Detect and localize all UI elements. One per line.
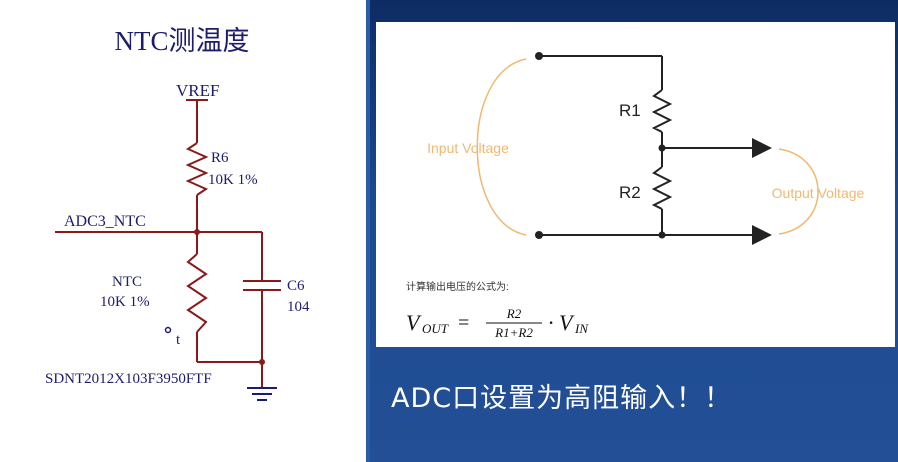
r2-label: R2 xyxy=(619,183,641,202)
formula-caption: 计算输出电压的公式为: xyxy=(406,280,509,293)
r2-resistor xyxy=(651,166,673,210)
ntc-schematic-diagram: NTC测温度 VREF R6 10K 1% ADC3_NTC NTC 10K 1… xyxy=(45,26,310,401)
ntc-value: 10K 1% xyxy=(100,294,150,310)
voltage-divider-diagram: Input Voltage R1 R2 Output Voltage 计算输出电… xyxy=(406,52,865,340)
ntc-label: NTC xyxy=(112,274,142,290)
r1-resistor xyxy=(651,89,673,133)
thermistor-part-number: SDNT2012X103F3950FTF xyxy=(45,371,212,387)
formula-numerator: R2 xyxy=(506,306,522,321)
formula-vin-subscript: IN xyxy=(574,321,589,336)
ntc-schematic-panel: NTC测温度 VREF R6 10K 1% ADC3_NTC NTC 10K 1… xyxy=(0,0,366,462)
formula-equals: = xyxy=(458,312,469,334)
ntc-thermistor xyxy=(186,253,208,333)
r6-value: 10K 1% xyxy=(208,172,258,188)
r6-resistor xyxy=(185,142,209,196)
slide-caption: ADC口设置为高阻输入！！ xyxy=(391,383,733,414)
temp-degree-icon xyxy=(164,326,172,334)
voltage-divider-card: Input Voltage R1 R2 Output Voltage 计算输出电… xyxy=(376,22,895,347)
formula-vout: V xyxy=(406,310,422,335)
c6-value: 104 xyxy=(287,299,310,315)
input-voltage-label: Input Voltage xyxy=(427,140,509,156)
panel-divider xyxy=(366,0,370,462)
output-voltage-brace xyxy=(778,148,819,235)
vref-label: VREF xyxy=(176,81,219,100)
formula-vout-subscript: OUT xyxy=(422,321,449,336)
input-voltage-brace xyxy=(476,58,527,236)
temp-symbol: t xyxy=(176,332,181,348)
formula-denominator: R1+R2 xyxy=(494,325,533,340)
formula-vin: · V xyxy=(548,310,575,335)
r6-label: R6 xyxy=(211,150,229,166)
output-voltage-label: Output Voltage xyxy=(772,185,865,201)
c6-label: C6 xyxy=(287,278,305,294)
schematic-title: NTC测温度 xyxy=(115,26,250,56)
adc-net-label: ADC3_NTC xyxy=(64,213,146,230)
r1-label: R1 xyxy=(619,101,641,120)
